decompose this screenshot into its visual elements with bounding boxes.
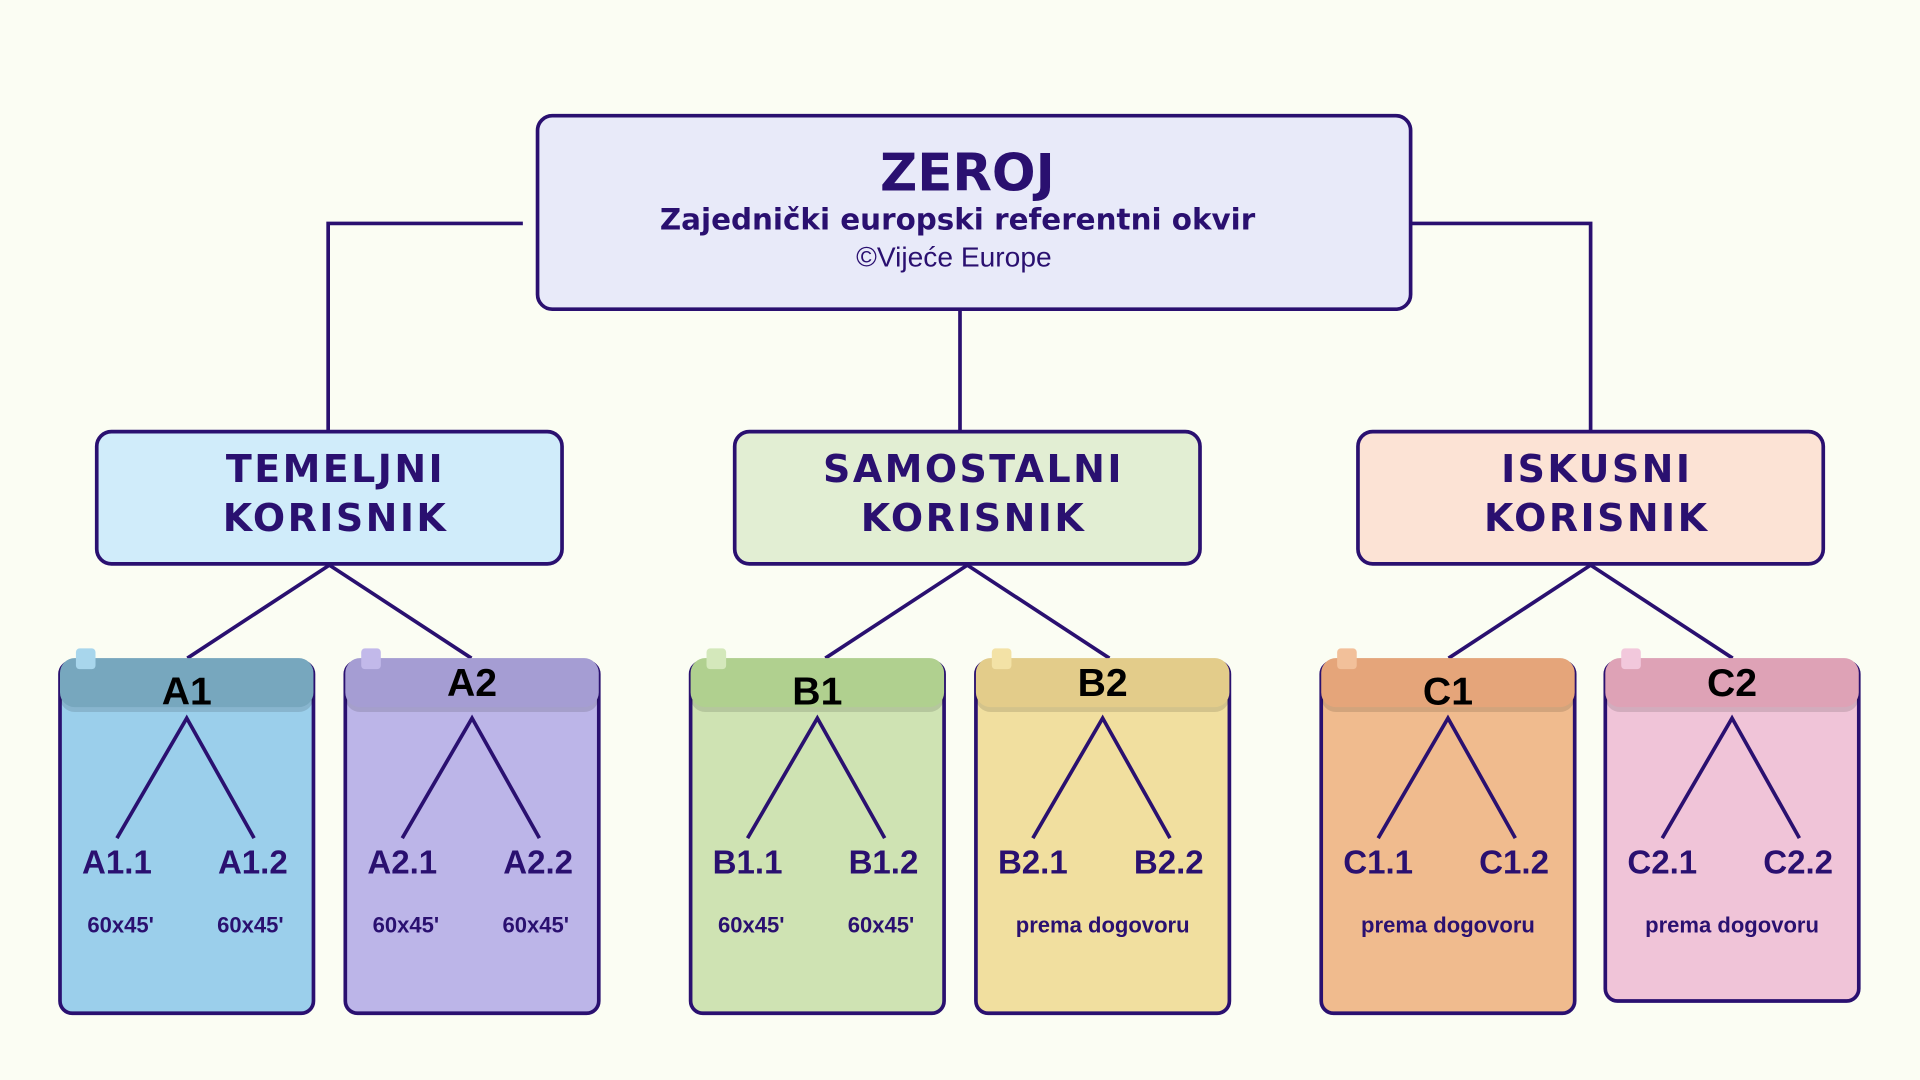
card-label: A2 [447,662,497,705]
level-line2: KORISNIK [861,496,1086,540]
card-label: C2 [1707,662,1757,705]
level-line2: KORISNIK [1484,496,1709,540]
sublevel-2: B1.2 [849,845,919,882]
connector [1447,563,1592,660]
sublevel-1: A1.1 [82,845,152,882]
level-box-iskusni: ISKUSNI KORISNIK [1356,429,1826,660]
branch-lines [1660,714,1801,840]
tab-marker [361,648,381,670]
tab-marker [991,648,1012,670]
tab-marker [1337,648,1357,670]
branch-lines [1031,714,1172,840]
branch-lines [115,714,256,840]
tab-marker [75,648,96,670]
duration-note-2: 60x45' [217,912,284,937]
level-line1: TEMELJNI [226,447,445,491]
sublevel-2: A1.2 [218,845,288,882]
sublevel-2: A2.2 [503,845,573,882]
sublevel-2: C1.2 [1479,845,1549,882]
sublevel-2: C2.2 [1763,845,1833,882]
level-box-temeljni: TEMELJNI KORISNIK [94,429,564,660]
duration-note: prema dogovoru [1645,912,1819,937]
card-label: B2 [1078,662,1128,705]
root-subtitle: Zajednički europski referentni okvir [660,203,1256,237]
branch-lines [745,714,887,840]
card-header [345,658,599,708]
level-box-samostalni: SAMOSTALNI KORISNIK [732,429,1202,660]
level-line1: ISKUSNI [1501,447,1692,491]
branch-lines [1376,714,1517,840]
connector [1589,563,1734,660]
card-header [690,658,945,708]
sublevel-2: B2.2 [1134,845,1204,882]
card-header [975,658,1230,708]
root-box: ZEROJ Zajednički europski referentni okv… [535,113,1413,312]
duration-note-2: 60x45' [502,912,569,937]
level-line1: SAMOSTALNI [823,447,1124,491]
sublevel-1: C1.1 [1343,845,1413,882]
duration-note: prema dogovoru [1016,912,1190,937]
sublevel-1: B2.1 [998,845,1068,882]
connector [966,563,1111,660]
connector [186,563,331,660]
connector [824,563,969,660]
level-line2: KORISNIK [223,496,448,540]
duration-note-1: 60x45' [373,912,440,937]
sublevel-1: C2.1 [1627,845,1697,882]
duration-note-1: 60x45' [87,912,154,937]
sublevel-1: B1.1 [713,845,783,882]
root-title: ZEROJ [880,143,1055,203]
card-label: B1 [792,671,842,714]
connector [328,563,473,660]
duration-note: prema dogovoru [1361,912,1535,937]
branch-lines [400,714,541,840]
tab-marker [1621,648,1641,670]
root-copyright: ©Vijeće Europe [856,241,1052,272]
card-header [1321,658,1575,708]
duration-note-2: 60x45' [848,912,915,937]
card-label: C1 [1423,671,1473,714]
card-header [60,658,314,708]
card-label: A1 [162,671,212,714]
duration-note-1: 60x45' [718,912,785,937]
connectors [326,221,1593,432]
sublevel-1: A2.1 [367,845,437,882]
tab-marker [706,648,727,670]
card-header [1605,658,1859,708]
